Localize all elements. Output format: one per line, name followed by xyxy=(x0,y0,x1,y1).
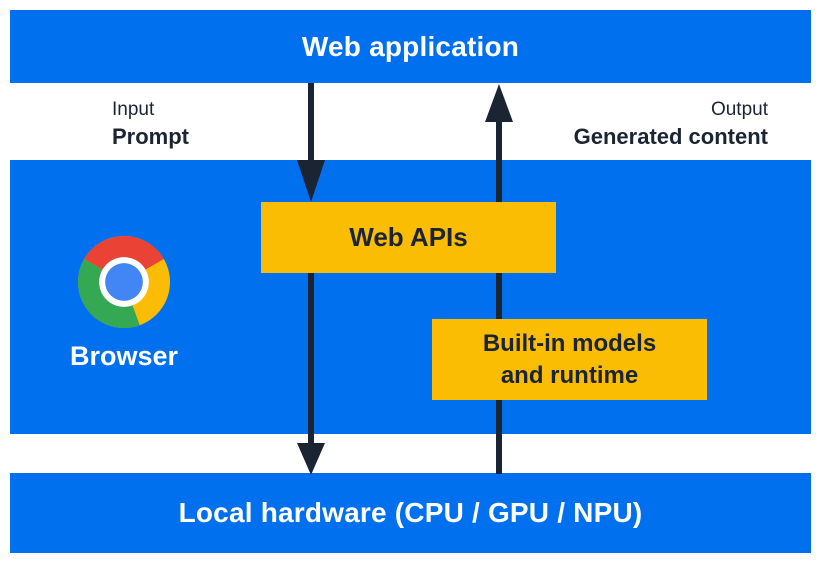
input-title: Input xyxy=(112,99,155,120)
input-label-group: Input Prompt xyxy=(112,98,189,150)
web-apis-box: Web APIs xyxy=(261,202,556,273)
builtin-models-box: Built-in models and runtime xyxy=(432,319,707,400)
output-label-group: Output Generated content xyxy=(574,98,768,150)
local-hardware-layer: Local hardware (CPU / GPU / NPU) xyxy=(10,473,811,553)
builtin-models-label-line2: and runtime xyxy=(500,361,639,389)
local-hardware-label: Local hardware (CPU / GPU / NPU) xyxy=(178,497,643,528)
input-arrow-down-icon xyxy=(297,83,325,475)
chrome-icon xyxy=(78,236,170,328)
output-arrow-up-icon xyxy=(485,84,513,474)
input-value: Prompt xyxy=(112,123,189,149)
builtin-models-label-line1: Built-in models xyxy=(482,330,657,358)
output-value: Generated content xyxy=(573,123,768,149)
web-application-label: Web application xyxy=(301,30,520,62)
browser-label: Browser xyxy=(69,341,179,371)
output-title: Output xyxy=(710,99,768,120)
web-apis-label: Web APIs xyxy=(349,222,468,252)
web-application-layer: Web application xyxy=(10,10,811,83)
